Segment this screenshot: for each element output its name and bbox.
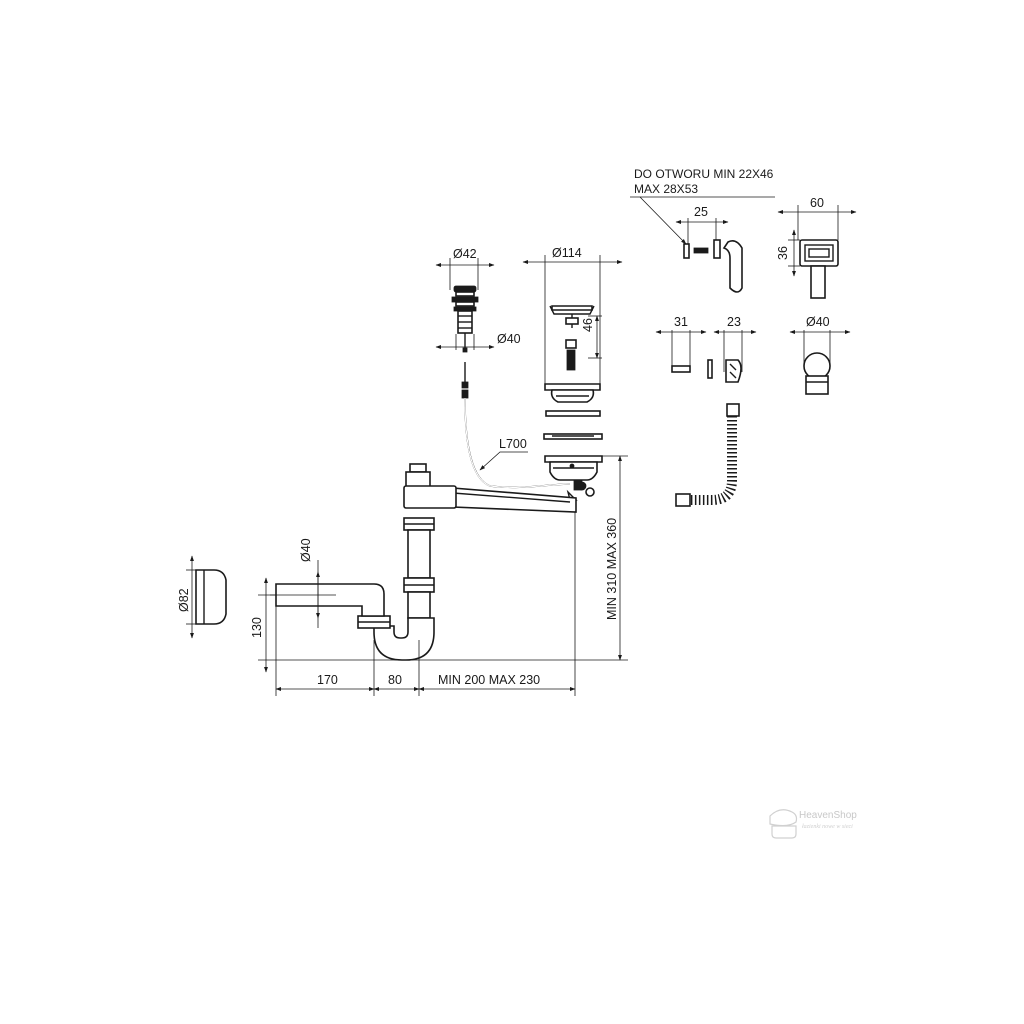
dim-80: 80 <box>388 673 402 687</box>
dim-d114: Ø114 <box>552 246 582 260</box>
watermark-brand: HeavenShop <box>799 810 857 821</box>
overflow-side-view: Ø40 <box>789 315 851 395</box>
dim-d40-overflow: Ø40 <box>806 315 830 329</box>
dim-d82: Ø82 <box>177 588 191 612</box>
corrugated-overflow-hose <box>675 403 740 507</box>
rubber-reducer: Ø82 <box>177 555 227 639</box>
outlet-diameter-dim: Ø40 <box>299 538 324 619</box>
dim-46: 46 <box>581 318 595 332</box>
hole-size-note: DO OTWORU MIN 22X46 MAX 28X53 <box>630 167 775 245</box>
bottom-width-dims: 170 80 MIN 200 MAX 230 <box>275 512 576 696</box>
overflow-cover-front: 60 36 <box>776 196 857 299</box>
height-310-360-dim: MIN 310 MAX 360 <box>600 455 628 661</box>
height-130-dim: 130 <box>250 577 628 673</box>
gaskets <box>543 410 603 440</box>
dim-130: 130 <box>250 617 264 638</box>
bathtub-logo-icon <box>769 809 798 827</box>
dim-d40-outlet: Ø40 <box>299 538 313 562</box>
watermark-tagline: łazienki nowe w sieci <box>802 824 853 830</box>
dim-310-360: MIN 310 MAX 360 <box>605 518 619 620</box>
dim-l700: L700 <box>499 437 527 451</box>
strainer-basket: Ø114 46 <box>522 246 623 403</box>
dim-25: 25 <box>694 205 708 219</box>
note-leader <box>639 196 687 245</box>
note-line-2: MAX 28X53 <box>634 182 698 196</box>
dim-200-230: MIN 200 MAX 230 <box>438 673 540 687</box>
dim-36: 36 <box>776 246 790 260</box>
dim-31: 31 <box>674 315 688 329</box>
bowden-cable: L700 <box>461 362 571 489</box>
dim-60: 60 <box>810 196 824 210</box>
note-line-1: DO OTWORU MIN 22X46 <box>634 167 774 181</box>
dim-d40-plug: Ø40 <box>497 332 521 346</box>
overflow-screw-part: 25 <box>675 205 743 293</box>
overflow-side-parts: 31 23 <box>655 315 757 383</box>
siphon-assembly <box>270 463 577 661</box>
lower-strainer-body <box>544 455 603 501</box>
popup-button: Ø42 Ø40 <box>435 247 521 353</box>
dim-23: 23 <box>727 315 741 329</box>
dim-170: 170 <box>317 673 338 687</box>
dim-d42: Ø42 <box>453 247 477 261</box>
heavenshop-watermark: HeavenShop łazienki nowe w sieci <box>769 809 857 839</box>
